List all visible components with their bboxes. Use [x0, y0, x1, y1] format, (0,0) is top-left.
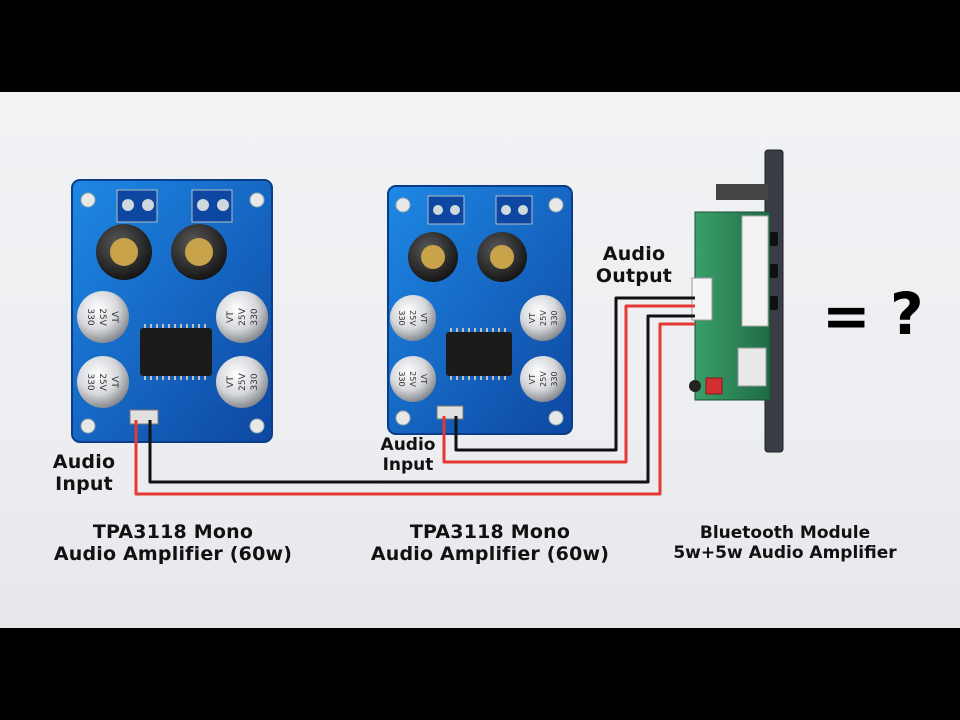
svg-text:VT: VT — [109, 311, 119, 323]
ic-chip — [446, 328, 512, 380]
mount-hole — [249, 418, 265, 434]
usb-port — [737, 347, 767, 387]
mount-hole — [395, 410, 411, 426]
svg-text:25V: 25V — [238, 372, 248, 390]
wire-black-left — [148, 314, 695, 484]
caption-amp-middle: TPA3118 Mono Audio Amplifier (60w) — [370, 521, 610, 565]
wire-red-left — [134, 322, 695, 496]
svg-text:25V: 25V — [97, 308, 107, 326]
audio-input-label-left: Audio Input — [52, 451, 116, 495]
svg-text:330: 330 — [85, 308, 95, 325]
svg-text:25V: 25V — [539, 310, 548, 326]
question-mark: ? — [890, 280, 924, 348]
svg-text:VT: VT — [226, 311, 236, 323]
wire-black-middle — [454, 296, 695, 452]
mount-hole — [80, 192, 96, 208]
svg-text:VT: VT — [419, 313, 428, 323]
svg-text:330: 330 — [85, 373, 95, 390]
mount-hole — [548, 197, 564, 213]
mount-hole — [249, 192, 265, 208]
svg-text:330: 330 — [550, 371, 559, 386]
ir-receiver — [689, 380, 701, 392]
svg-text:330: 330 — [250, 373, 260, 390]
mount-hole — [80, 418, 96, 434]
ribbon-connector — [741, 215, 769, 327]
audio-output-label: Audio Output — [595, 243, 673, 287]
svg-text:25V: 25V — [408, 310, 417, 326]
svg-text:330: 330 — [550, 310, 559, 325]
svg-text:25V: 25V — [539, 371, 548, 387]
svg-text:330: 330 — [397, 310, 406, 325]
bluetooth-module — [689, 149, 784, 453]
input-connector — [436, 405, 464, 420]
svg-text:VT: VT — [528, 313, 537, 323]
equals-sign: = — [822, 282, 871, 350]
svg-text:VT: VT — [528, 374, 537, 384]
mount-hole — [395, 197, 411, 213]
svg-text:330: 330 — [397, 371, 406, 386]
input-connector — [129, 409, 159, 425]
svg-text:25V: 25V — [408, 371, 417, 387]
ic-chip — [140, 324, 212, 380]
svg-text:25V: 25V — [238, 307, 248, 325]
svg-text:25V: 25V — [97, 373, 107, 391]
audio-input-label-middle: Audio Input — [380, 435, 436, 475]
caption-amp-left: TPA3118 Mono Audio Amplifier (60w) — [53, 521, 293, 565]
svg-text:330: 330 — [250, 308, 260, 325]
wiring — [134, 296, 695, 496]
bracket — [716, 184, 768, 200]
led-indicator — [705, 377, 723, 395]
svg-text:VT: VT — [419, 374, 428, 384]
mount-hole — [548, 410, 564, 426]
caption-bluetooth: Bluetooth Module 5w+5w Audio Amplifier — [673, 523, 897, 563]
svg-text:VT: VT — [226, 376, 236, 388]
wire-red-middle — [442, 304, 695, 464]
svg-text:VT: VT — [109, 376, 119, 388]
